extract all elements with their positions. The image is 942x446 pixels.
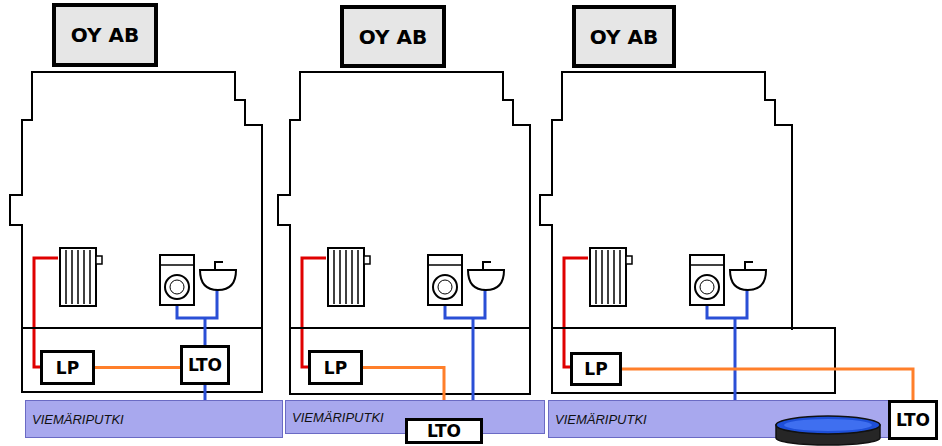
node-label: OY AB [71, 23, 139, 47]
node-label: VIEMÄRIPUTKI [292, 410, 384, 425]
heat-recovery-box: LTO [180, 345, 230, 385]
sewer-pipe-band: VIEMÄRIPUTKI [25, 400, 283, 438]
node-label: LP [324, 358, 347, 378]
node-label: OY AB [590, 25, 658, 49]
company-box: OY AB [340, 5, 446, 68]
node-label: VIEMÄRIPUTKI [32, 412, 124, 427]
sewer-pipe-band: VIEMÄRIPUTKI [548, 400, 938, 438]
node-label: LTO [188, 355, 222, 375]
heat-pump-box: LP [308, 350, 363, 385]
node-label: OY AB [359, 25, 427, 49]
heat-recovery-box: LTO [405, 418, 483, 444]
node-label: VIEMÄRIPUTKI [555, 412, 647, 427]
pipe-connector [95, 366, 180, 369]
company-box: OY AB [52, 3, 158, 67]
heat-recovery-box: LTO [888, 400, 938, 440]
node-label: LP [56, 358, 79, 378]
heat-pump-box: LP [570, 352, 622, 386]
heat-pump-box: LP [40, 350, 95, 385]
pipe-connector [204, 385, 207, 400]
node-label: LTO [896, 410, 930, 430]
company-box: OY AB [572, 5, 676, 68]
node-label: LP [584, 359, 607, 379]
pipe-connector [622, 369, 913, 400]
node-label: LTO [427, 421, 461, 441]
